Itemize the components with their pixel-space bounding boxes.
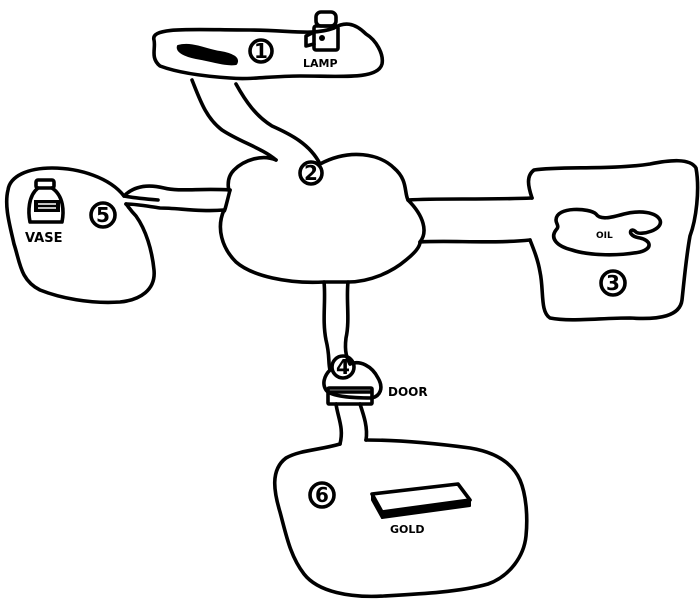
gold-label: GOLD: [390, 523, 425, 536]
room-5: 5: [4, 166, 156, 305]
passage-4-6: [334, 402, 369, 446]
room-6: 6: [272, 438, 529, 599]
passage-2-5: [122, 184, 232, 213]
oil-label: OIL: [596, 231, 613, 241]
door-label: DOOR: [388, 385, 428, 399]
room-2: 2: [218, 152, 426, 285]
room-number-3: 3: [606, 271, 620, 295]
room-number-1: 1: [254, 39, 268, 63]
room-number-6: 6: [315, 483, 329, 507]
room-number-2: 2: [304, 161, 318, 185]
room-number-4: 4: [336, 355, 350, 379]
vase-icon: [27, 178, 65, 224]
vase-label: VASE: [25, 231, 62, 246]
passage-2-3: [406, 196, 534, 244]
room-1: 1: [152, 22, 385, 81]
gold-bar-icon: [370, 482, 472, 519]
lamp-icon: [304, 10, 340, 52]
passage-2-4: [322, 280, 352, 372]
door-icon: [326, 386, 374, 406]
room-1-circle: [248, 38, 274, 64]
passage-1-2: [190, 78, 322, 166]
room-number-5: 5: [96, 203, 110, 227]
room-3: OIL 3: [526, 158, 700, 322]
lamp-label: LAMP: [303, 57, 338, 70]
